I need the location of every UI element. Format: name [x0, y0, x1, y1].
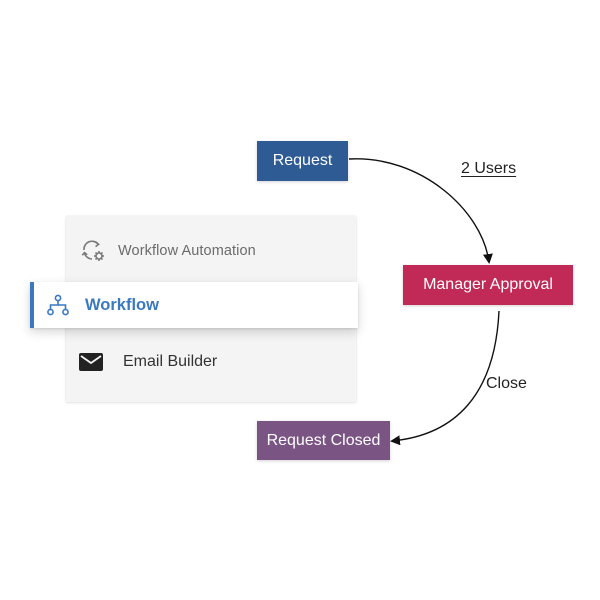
edge-label-2-users: 2 Users	[461, 160, 517, 177]
menu-item-workflow-automation[interactable]: Workflow Automation	[66, 226, 356, 276]
node-request-closed: Request Closed	[257, 421, 390, 460]
menu-item-workflow[interactable]: Workflow	[30, 282, 358, 328]
workflow-automation-icon	[80, 238, 106, 264]
workflow-hierarchy-icon	[46, 293, 70, 317]
envelope-icon	[78, 352, 104, 372]
menu-item-email-builder[interactable]: Email Builder	[66, 338, 356, 386]
node-manager-approval: Manager Approval	[403, 265, 573, 305]
edge-label-close: Close	[486, 375, 527, 392]
node-request: Request	[257, 141, 348, 181]
connector-approval-to-closed	[390, 310, 500, 446]
menu-item-label: Workflow Automation	[118, 243, 256, 259]
menu-item-label: Email Builder	[123, 353, 218, 370]
menu-item-label: Workflow	[85, 295, 159, 314]
connector-request-to-approval	[348, 158, 493, 264]
